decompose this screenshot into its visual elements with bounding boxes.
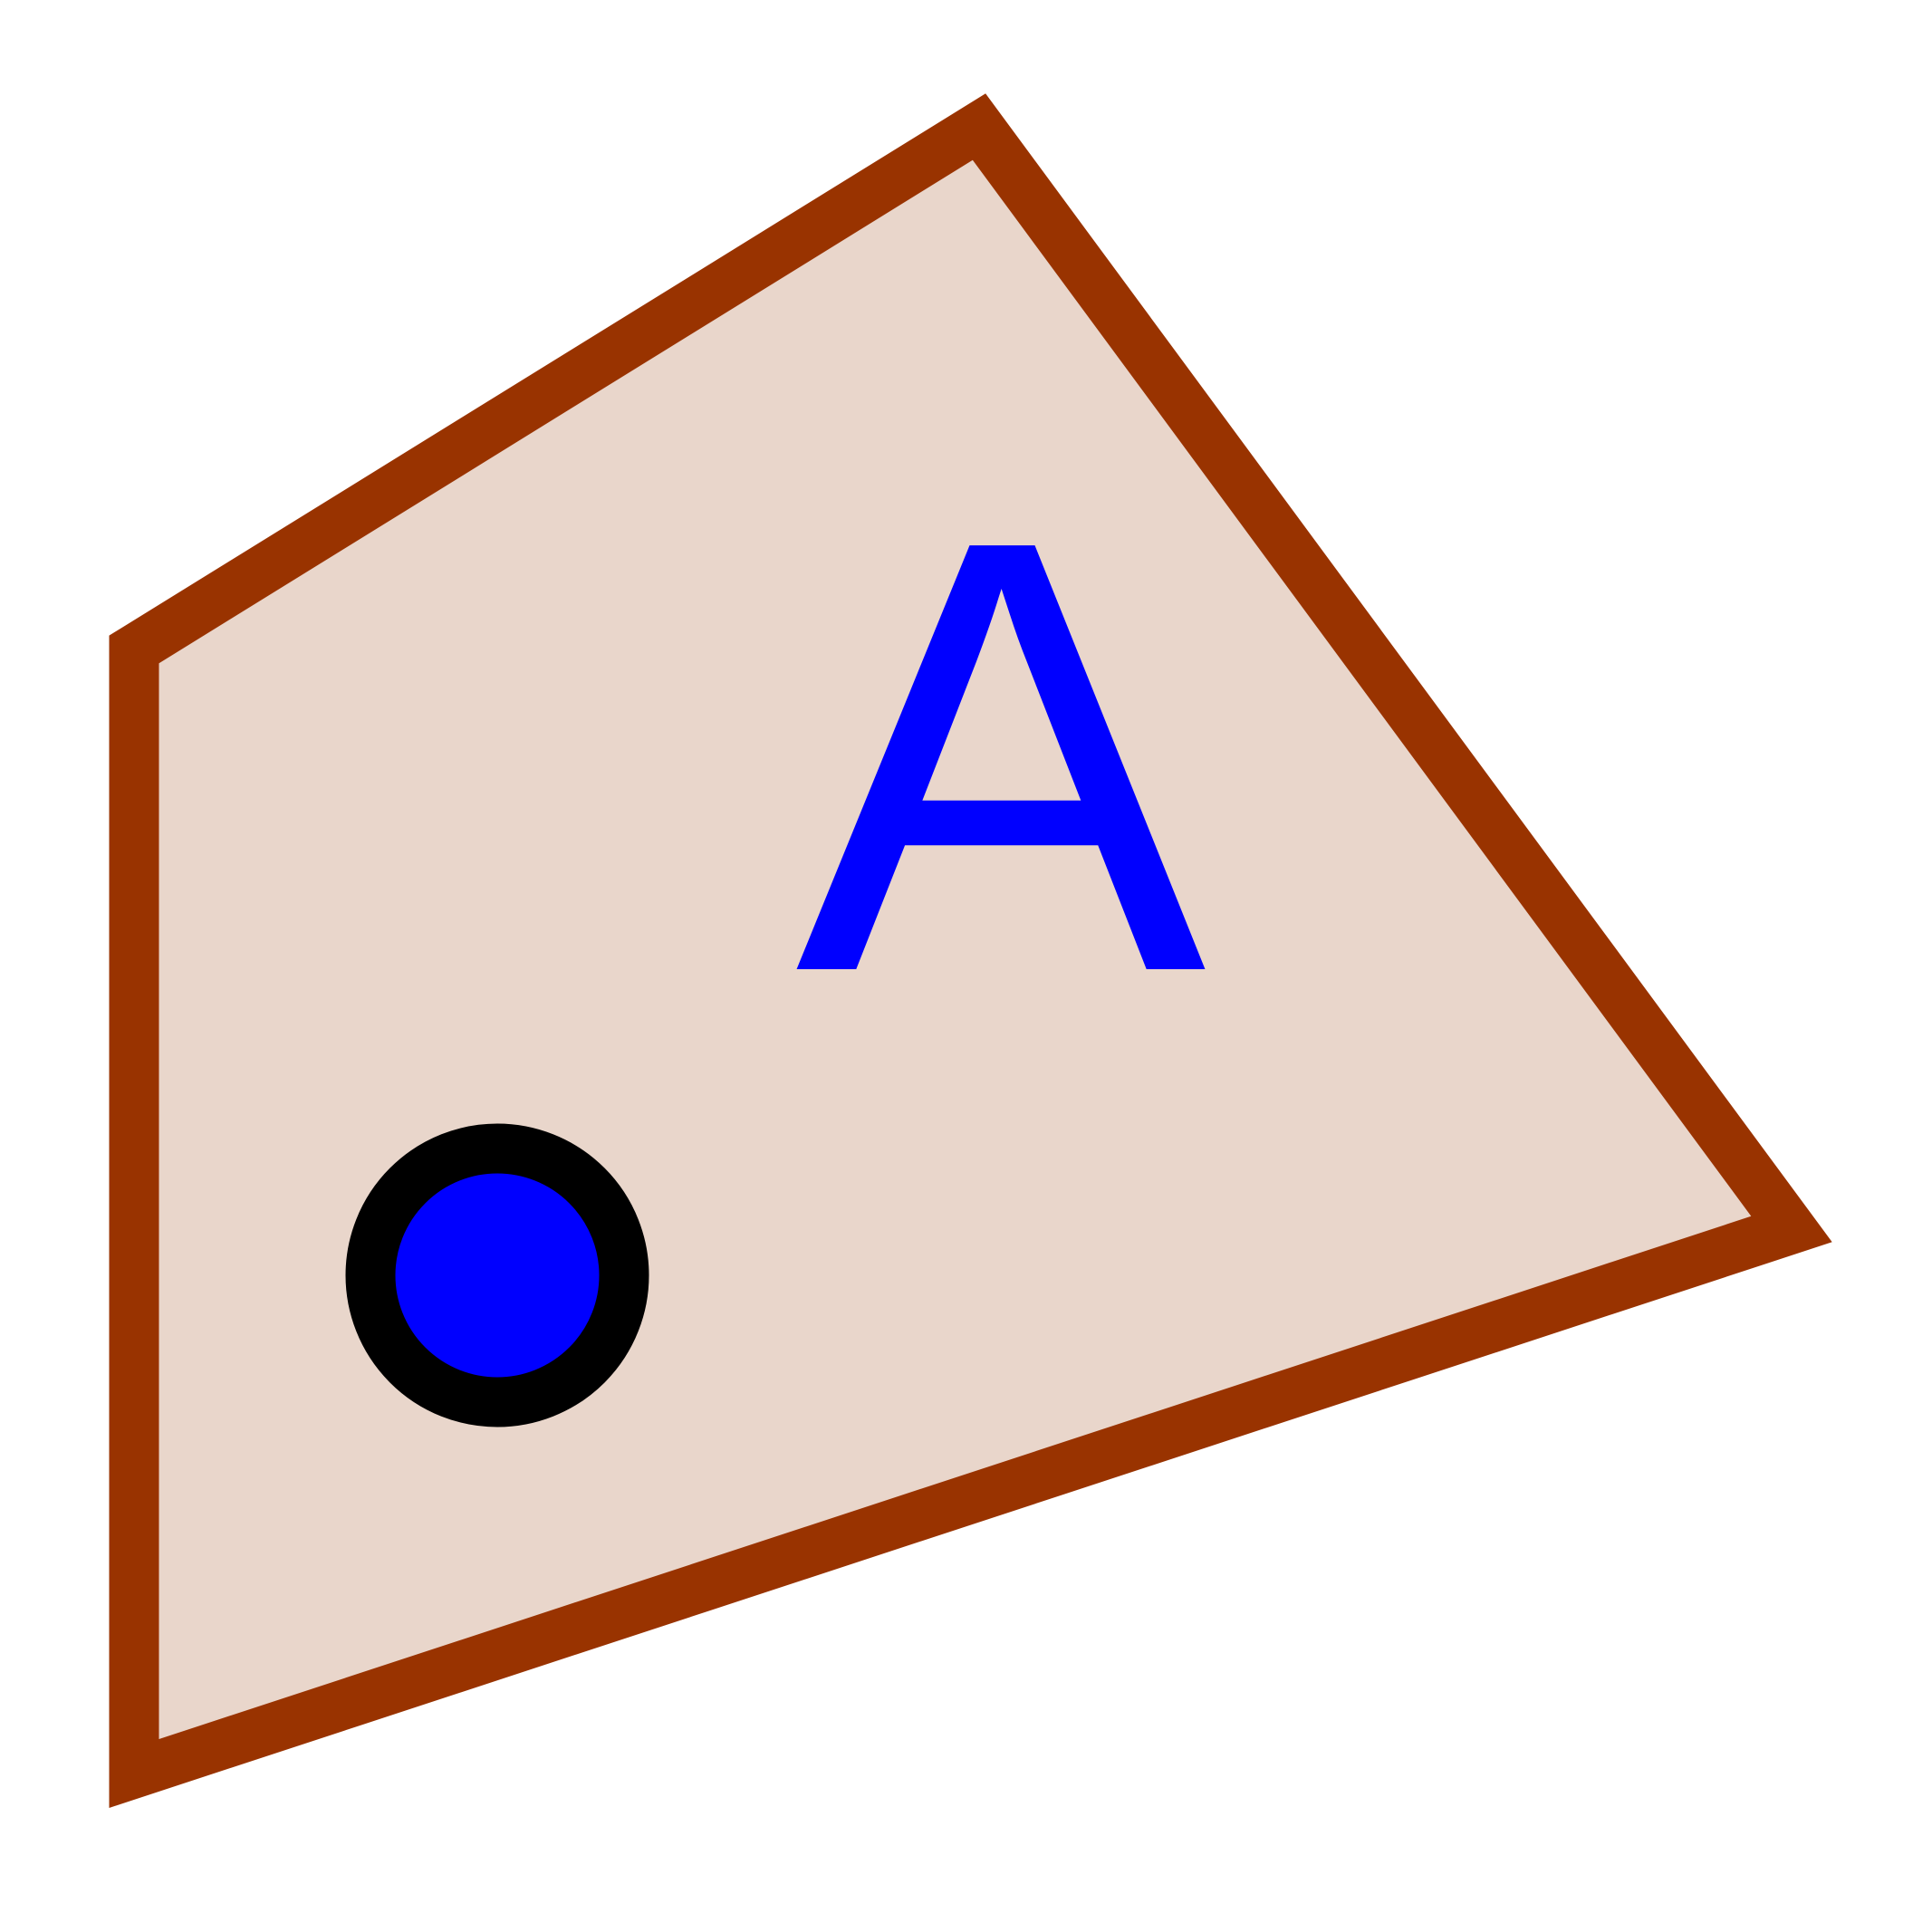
region-label: A [795, 412, 1209, 1101]
point-marker [345, 1123, 649, 1427]
